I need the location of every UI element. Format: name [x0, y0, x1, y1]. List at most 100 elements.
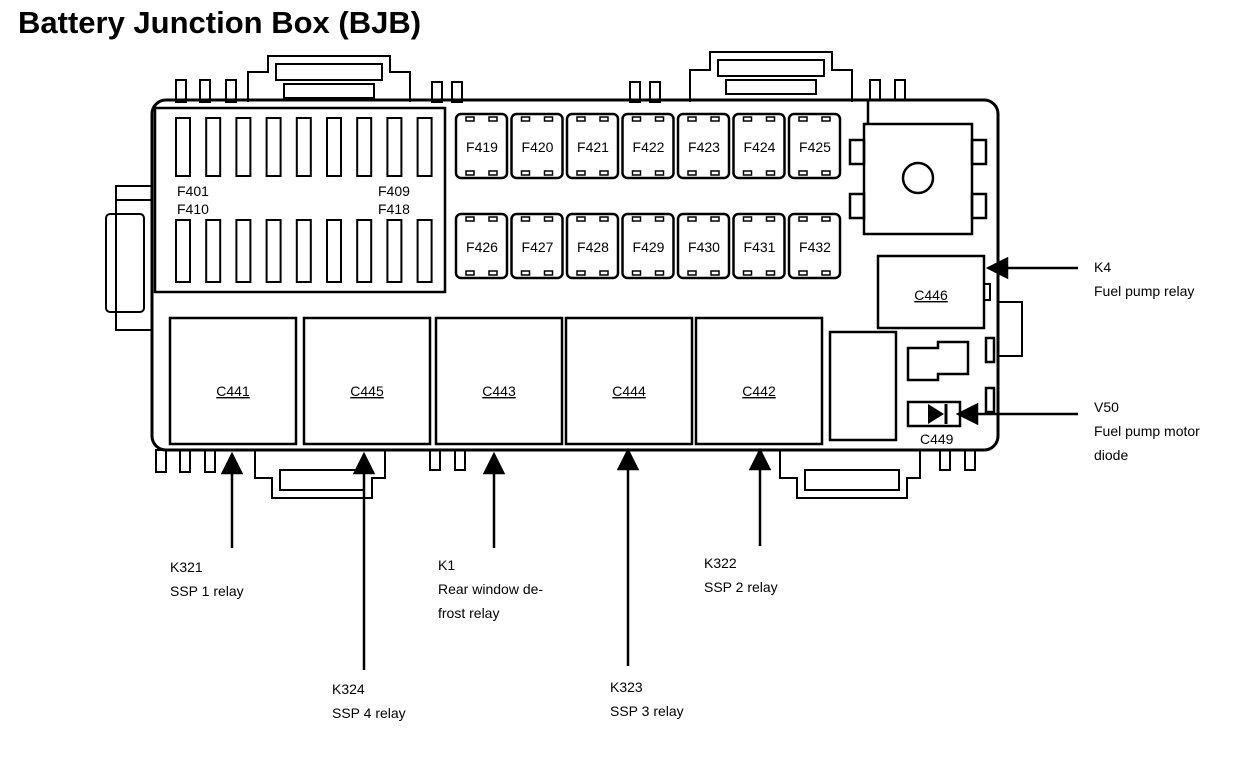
relay-label: C442	[742, 383, 776, 399]
fuse-f421: F421	[565, 112, 620, 180]
mini-fuse-slot	[235, 117, 252, 177]
relay-label: C443	[482, 383, 516, 399]
fuse-label: F429	[633, 239, 665, 255]
connector-small-right	[828, 330, 996, 442]
svg-text:SSP 2 relay: SSP 2 relay	[704, 579, 778, 595]
mini-fuse-slot	[175, 219, 191, 283]
top-lugs	[175, 79, 906, 103]
fuse-f423: F423	[676, 112, 731, 180]
fuse-row-top: F419 F420 F421 F422 F423 F424 F425	[454, 112, 842, 180]
fuse-f424: F424	[732, 112, 786, 180]
fuse-label: F426	[466, 239, 498, 255]
mounting-tab-top-left	[247, 55, 411, 102]
fuse-f431: F431	[732, 212, 786, 280]
mounting-tab-bottom-right	[779, 450, 921, 499]
svg-text:K1: K1	[438, 557, 455, 573]
label-c449: C449	[920, 431, 954, 447]
callout-k321: K321 SSP 1 relay	[170, 559, 244, 599]
callout-k322: K322 SSP 2 relay	[704, 555, 778, 595]
mini-fuse-slot	[416, 117, 433, 177]
mounting-tab-bottom-left	[254, 450, 386, 499]
svg-text:Fuel pump motor: Fuel pump motor	[1094, 423, 1200, 439]
mini-fuse-slot	[356, 117, 373, 177]
fuse-f426: F426	[454, 212, 509, 280]
diode-c449: C449	[906, 400, 962, 447]
page-title: Battery Junction Box (BJB)	[18, 5, 421, 40]
relay-label: C445	[350, 383, 384, 399]
mini-fuse-slot	[265, 219, 282, 283]
relay-c444: C444	[564, 316, 694, 446]
relay-connector-top-right	[848, 100, 988, 236]
fuse-label: F427	[522, 239, 554, 255]
mini-fuse-slot	[175, 117, 191, 177]
mounting-tab-top-right	[689, 51, 853, 102]
fuse-label: F425	[799, 139, 831, 155]
svg-text:K321: K321	[170, 559, 203, 575]
fuse-f430: F430	[676, 212, 731, 280]
mini-fuse-slot	[295, 219, 312, 283]
mini-fuse-slots	[175, 117, 433, 283]
svg-text:frost relay: frost relay	[438, 605, 499, 621]
fuse-label: F431	[744, 239, 776, 255]
fuse-f420: F420	[510, 112, 564, 180]
fuse-label: F430	[688, 239, 720, 255]
label-f410: F410	[177, 201, 209, 217]
mini-fuse-slot	[205, 219, 222, 283]
fuse-label: F424	[744, 139, 776, 155]
callout-k1: K1 Rear window de- frost relay	[438, 557, 543, 621]
svg-text:diode: diode	[1094, 447, 1128, 463]
mini-fuse-slot	[235, 219, 252, 283]
fuse-f425: F425	[787, 112, 842, 180]
relay-label: C441	[216, 383, 250, 399]
bottom-lugs	[155, 449, 976, 473]
callout-k4: K4 Fuel pump relay	[1094, 259, 1194, 299]
fuse-label: F423	[688, 139, 720, 155]
mini-fuse-slot	[326, 117, 342, 177]
fuse-row-bottom: F426 F427 F428 F429 F430 F431 F432	[454, 212, 842, 280]
mini-fuse-block	[153, 106, 447, 294]
mini-fuse-slot	[386, 117, 403, 177]
callout-v50: V50 Fuel pump motor diode	[1094, 399, 1200, 463]
svg-text:SSP 1 relay: SSP 1 relay	[170, 583, 244, 599]
housing	[150, 98, 1000, 452]
relay-c443: C443	[434, 316, 564, 446]
fuse-label: F432	[799, 239, 831, 255]
mini-fuse-slot	[295, 117, 312, 177]
callout-k324: K324 SSP 4 relay	[332, 681, 406, 721]
fuse-f429: F429	[621, 212, 675, 280]
fuse-f422: F422	[621, 112, 675, 180]
label-f418: F418	[378, 201, 410, 217]
fuse-label: F428	[577, 239, 609, 255]
fuse-label: F421	[577, 139, 609, 155]
label-f401: F401	[177, 183, 209, 199]
svg-text:Fuel pump relay: Fuel pump relay	[1094, 283, 1194, 299]
label-f409: F409	[378, 183, 410, 199]
svg-text:K4: K4	[1094, 259, 1111, 275]
fuse-label: F420	[522, 139, 554, 155]
svg-text:V50: V50	[1094, 399, 1119, 415]
svg-text:SSP 3 relay: SSP 3 relay	[610, 703, 684, 719]
mini-fuse-slot	[356, 219, 373, 283]
fuse-f419: F419	[454, 112, 509, 180]
fuse-label: F422	[633, 139, 665, 155]
fuse-f432: F432	[787, 212, 842, 280]
fuse-f427: F427	[510, 212, 564, 280]
connector-c446: C446	[876, 254, 991, 330]
mini-fuse-slot	[205, 117, 222, 177]
label-c446: C446	[914, 287, 948, 303]
mini-fuse-slot	[265, 117, 282, 177]
callout-arrows	[220, 256, 1078, 670]
svg-text:K324: K324	[332, 681, 365, 697]
svg-text:K323: K323	[610, 679, 643, 695]
fuse-label: F419	[466, 139, 498, 155]
relay-c445: C445	[302, 316, 432, 446]
callout-k323: K323 SSP 3 relay	[610, 679, 684, 719]
left-side-connector	[105, 185, 152, 331]
mini-fuse-slot	[416, 219, 433, 283]
svg-text:K322: K322	[704, 555, 737, 571]
mini-fuse-slot	[386, 219, 403, 283]
relay-c442: C442	[694, 316, 824, 446]
fuse-f428: F428	[565, 212, 620, 280]
mini-fuse-slot	[326, 219, 342, 283]
